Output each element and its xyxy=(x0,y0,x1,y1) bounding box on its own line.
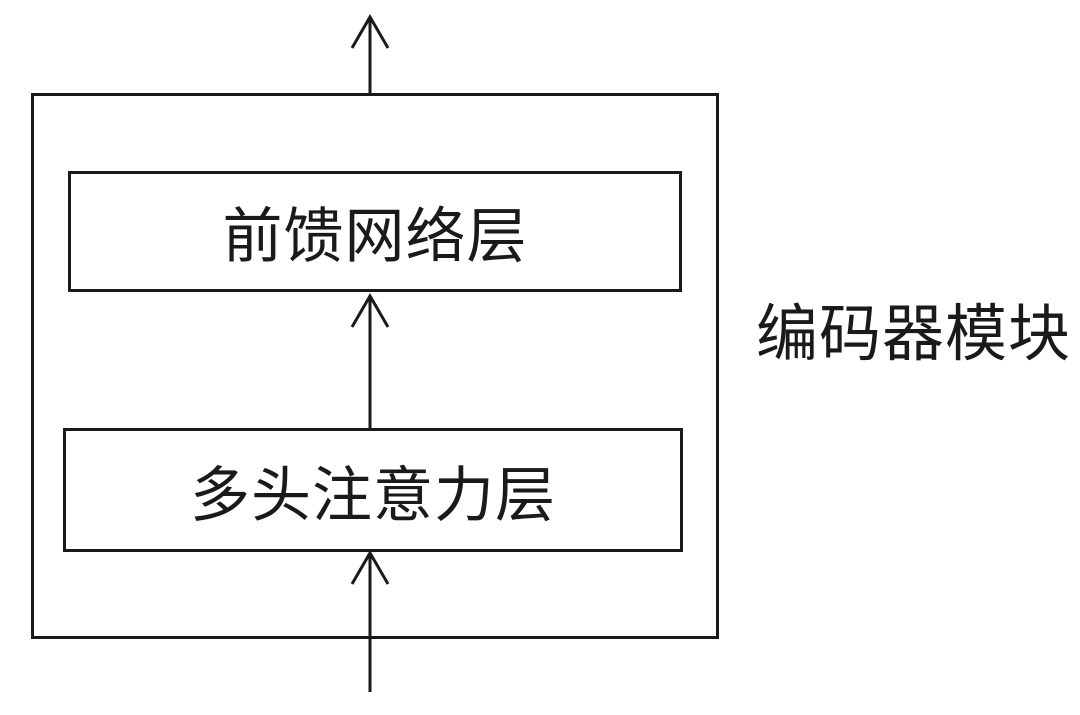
output-arrowhead xyxy=(350,14,390,49)
feed-forward-layer-label: 前馈网络层 xyxy=(222,203,528,270)
output-arrow xyxy=(350,14,390,94)
multi-head-attention-layer-label: 多头注意力层 xyxy=(190,461,556,529)
encoder-module-label: 编码器模块 xyxy=(756,300,1072,369)
encoder-module-box xyxy=(31,93,719,639)
feed-forward-layer-box: 前馈网络层 xyxy=(68,171,682,292)
multi-head-attention-layer-box: 多头注意力层 xyxy=(63,428,683,552)
